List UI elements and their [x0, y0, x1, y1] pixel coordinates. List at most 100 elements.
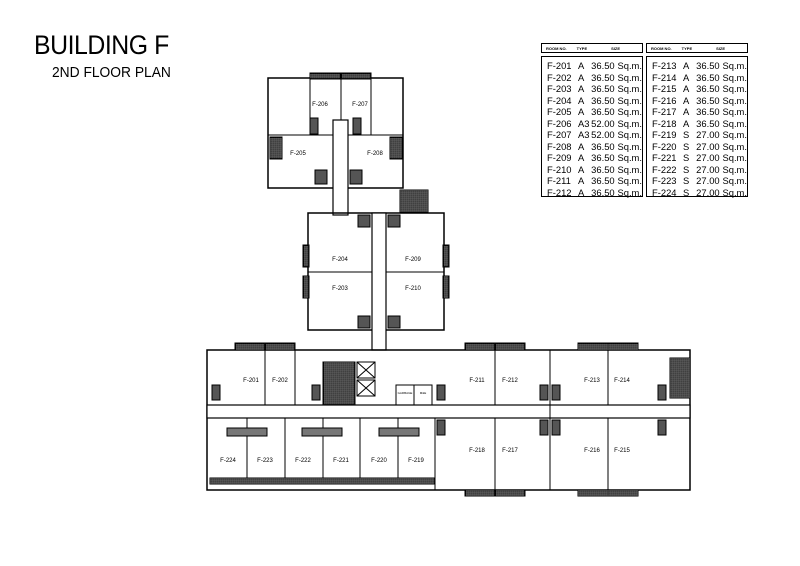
- garbage-label: GARBAGE: [398, 391, 413, 395]
- room-label: F-207: [352, 102, 368, 108]
- cell-unit: Sq.m.: [722, 83, 747, 94]
- cell-room: F-218: [652, 117, 677, 129]
- room-label: F-203: [332, 286, 348, 292]
- cell-room: F-208: [547, 140, 572, 152]
- cell-unit: Sq.m.: [722, 186, 747, 198]
- cell-size: 36.50: [696, 106, 720, 117]
- cell-room: F-204: [547, 94, 572, 106]
- lower-wing: [206, 342, 691, 497]
- cell-unit: Sq.m.: [617, 83, 642, 94]
- cell-size: 36.50: [591, 175, 615, 186]
- cell-unit: Sq.m.: [722, 140, 747, 152]
- room-label: F-218: [469, 448, 485, 454]
- cell-type: A: [578, 152, 585, 163]
- cell-size: 52.00: [591, 129, 615, 140]
- room-label: F-211: [469, 378, 485, 384]
- cell-unit: Sq.m.: [722, 117, 747, 129]
- cell-type: A3: [578, 129, 590, 140]
- east-stair: [669, 357, 691, 399]
- cell-size: 36.50: [696, 60, 720, 71]
- cell-room: F-219: [652, 129, 677, 140]
- room-label: F-210: [405, 286, 421, 292]
- cell-type: A: [683, 83, 690, 94]
- cell-unit: Sq.m.: [617, 94, 642, 106]
- cell-unit: Sq.m.: [722, 94, 747, 106]
- cell-size: 36.50: [591, 83, 615, 94]
- cell-room: F-206: [547, 117, 572, 129]
- cell-unit: Sq.m.: [722, 163, 747, 175]
- main-stair: [322, 361, 356, 406]
- cell-type: A: [683, 117, 690, 129]
- cell-room: F-214: [652, 71, 677, 83]
- cell-room: F-223: [652, 175, 677, 186]
- col-size: SIZE: [611, 45, 621, 51]
- cell-type: A: [578, 83, 585, 94]
- cell-unit: Sq.m.: [617, 163, 642, 175]
- cell-room: F-209: [547, 152, 572, 163]
- room-label: F-201: [243, 378, 259, 384]
- cell-unit: Sq.m.: [617, 186, 642, 198]
- col-room-no: ROOM NO.: [651, 45, 672, 51]
- cell-size: 36.50: [696, 117, 720, 129]
- cell-room: F-207: [547, 129, 572, 140]
- col-room-no: ROOM NO.: [546, 45, 567, 51]
- room-label: F-224: [220, 458, 236, 464]
- stair-upper: [399, 189, 429, 213]
- middle-block: [302, 212, 450, 351]
- cell-type: A: [683, 60, 690, 71]
- room-label: F-221: [333, 458, 349, 464]
- cell-type: S: [683, 129, 690, 140]
- cell-type: S: [683, 152, 690, 163]
- cell-size: 36.50: [696, 71, 720, 83]
- room-label: F-209: [405, 257, 421, 263]
- cell-unit: Sq.m.: [617, 60, 642, 71]
- schedule-header: ROOM NO. TYPE SIZE: [646, 43, 748, 53]
- building-title: BUILDING F: [34, 30, 169, 60]
- room-label: F-215: [614, 448, 630, 454]
- cell-unit: Sq.m.: [617, 106, 642, 117]
- room-label: F-202: [272, 378, 288, 384]
- cell-unit: Sq.m.: [617, 175, 642, 186]
- room-label: F-208: [367, 151, 383, 157]
- room-label: F-204: [332, 257, 348, 263]
- cell-unit: Sq.m.: [617, 117, 642, 129]
- cell-type: A: [578, 71, 585, 83]
- cell-type: A: [578, 60, 585, 71]
- room-label: F-223: [257, 458, 273, 464]
- cell-room: F-201: [547, 60, 572, 71]
- cell-unit: Sq.m.: [722, 129, 747, 140]
- cell-type: A: [578, 163, 585, 175]
- cell-size: 36.50: [591, 140, 615, 152]
- cell-room: F-221: [652, 152, 677, 163]
- room-label: F-205: [290, 151, 306, 157]
- cell-size: 36.50: [696, 94, 720, 106]
- cell-room: F-210: [547, 163, 572, 175]
- elevator-1: [356, 361, 376, 379]
- cell-room: F-216: [652, 94, 677, 106]
- cell-type: A: [683, 71, 690, 83]
- cell-size: 27.00: [696, 140, 720, 152]
- cell-unit: Sq.m.: [617, 140, 642, 152]
- cell-size: 36.50: [591, 71, 615, 83]
- cell-type: A: [578, 94, 585, 106]
- cell-unit: Sq.m.: [722, 60, 747, 71]
- col-type: TYPE: [681, 45, 693, 51]
- cell-size: 52.00: [591, 117, 615, 129]
